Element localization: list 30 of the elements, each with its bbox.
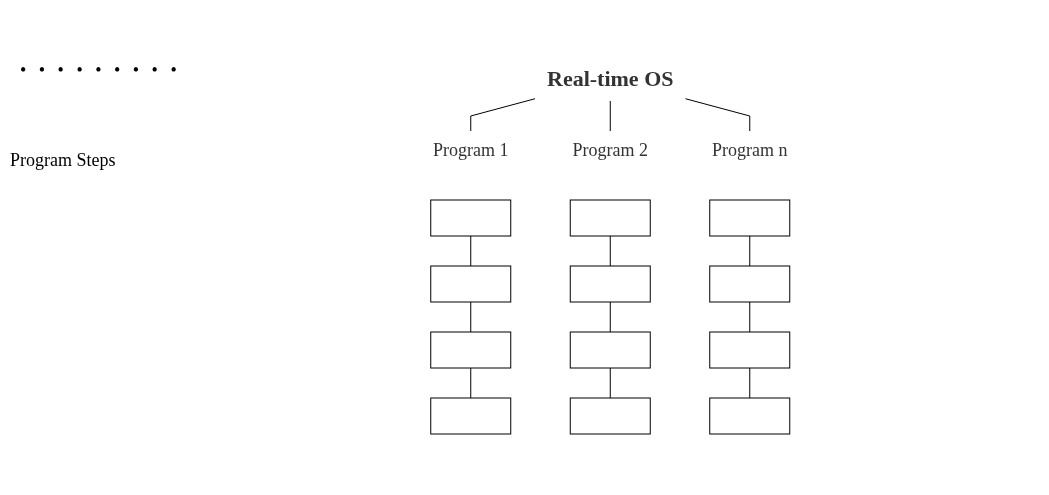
connector (609, 100, 611, 132)
node-box (569, 331, 651, 369)
node-box (430, 331, 511, 369)
node-box (569, 199, 651, 237)
connector (470, 367, 471, 399)
connector (470, 235, 471, 267)
connector (749, 235, 750, 267)
connector (609, 301, 611, 333)
node-box (430, 265, 511, 303)
node-box (709, 199, 790, 237)
node-box (709, 397, 790, 435)
connector (749, 301, 750, 333)
connector (684, 98, 750, 132)
connector (609, 367, 611, 399)
ellipsis-dots: • • • • • • • • • (20, 60, 181, 81)
connector (470, 301, 471, 333)
node-text: Program n (711, 140, 788, 160)
node-box (430, 397, 511, 435)
connector (470, 98, 536, 132)
node-text: Program 2 (572, 140, 648, 160)
node-text: Program 1 (432, 140, 509, 160)
connector (749, 367, 750, 399)
node-box (709, 331, 790, 369)
node-text: Real-time OS (546, 66, 674, 91)
connector (609, 235, 611, 267)
row-label: Program Steps (10, 150, 116, 171)
node-box (430, 199, 511, 237)
node-box (709, 265, 790, 303)
node-box (569, 265, 651, 303)
node-box (569, 397, 651, 435)
